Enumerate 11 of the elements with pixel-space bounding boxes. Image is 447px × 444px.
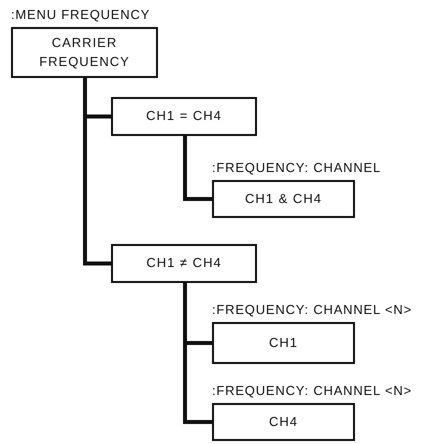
menu-box: CARRIER FREQUENCY	[11, 27, 158, 78]
menu-box: CH1 ≠ CH4	[111, 244, 257, 283]
menu-box: CH1 & CH4	[212, 180, 355, 218]
command-heading: :FREQUENCY: CHANNEL	[212, 160, 382, 175]
menu-box: CH1	[212, 322, 355, 364]
menu-box: CH4	[212, 403, 355, 441]
connector-line	[183, 136, 212, 201]
command-heading: :FREQUENCY: CHANNEL <N>	[212, 383, 412, 398]
command-heading: :FREQUENCY: CHANNEL <N>	[212, 302, 412, 317]
menu-box: CH1 = CH4	[111, 97, 257, 136]
command-heading: :MENU FREQUENCY	[11, 7, 150, 22]
